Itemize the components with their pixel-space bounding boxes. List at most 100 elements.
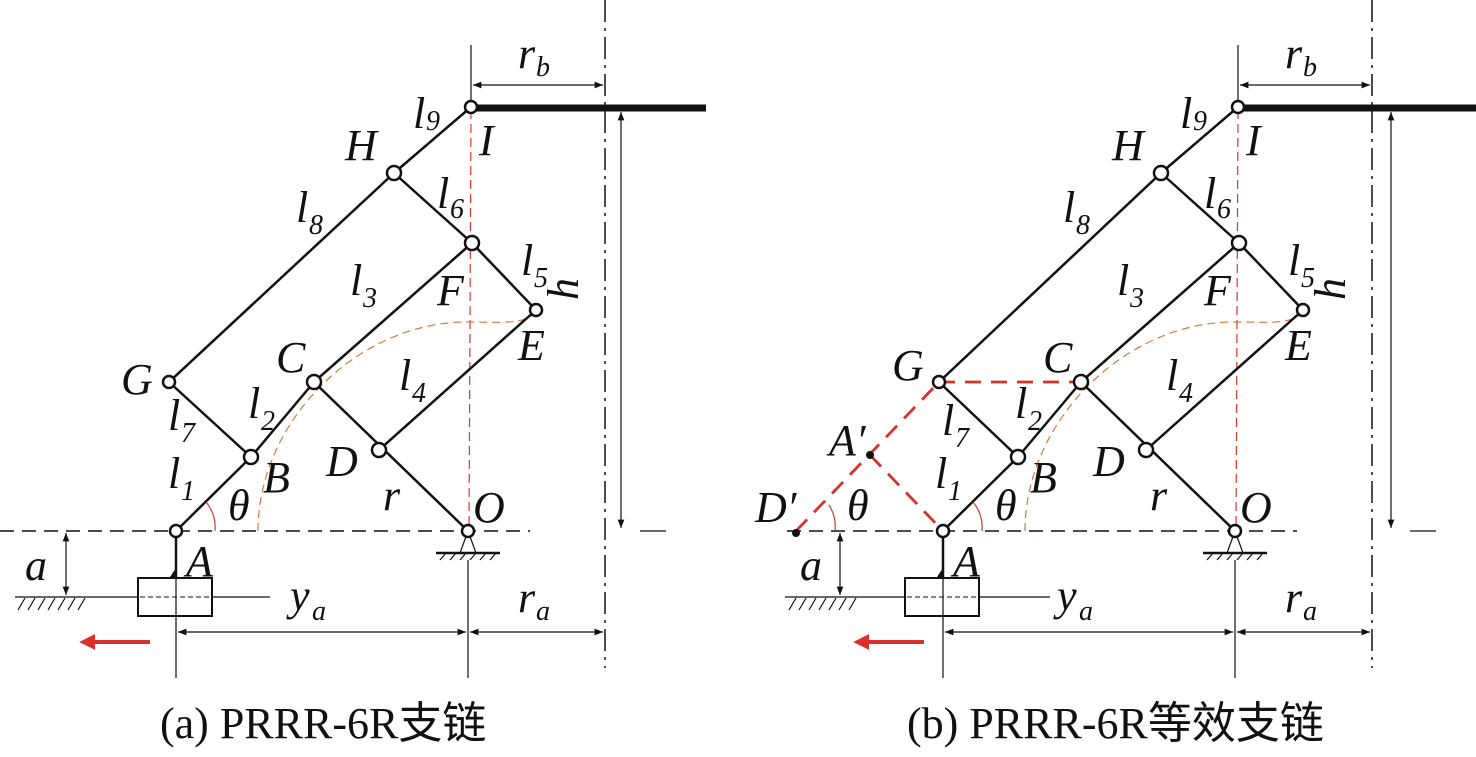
joint-c: [1072, 373, 1090, 391]
caption-b: (b) PRRR-6R等效支链: [907, 699, 1324, 748]
joint-c: [305, 373, 323, 391]
svg-text:6: 6: [1217, 194, 1231, 225]
label-theta: θ: [995, 481, 1017, 530]
label-e: E: [1284, 321, 1312, 370]
joint-o: [460, 523, 476, 539]
svg-text:1: 1: [948, 476, 962, 507]
construction-aprime-a: [868, 454, 945, 532]
svg-text:a: a: [1079, 596, 1093, 627]
svg-text:6: 6: [450, 194, 464, 225]
joint-o: [1227, 523, 1243, 539]
link-r: [1080, 381, 1236, 532]
label-a-joint: A: [183, 537, 214, 586]
link-l6: [1160, 172, 1240, 244]
joint-e: [528, 302, 544, 318]
link-l1: [942, 456, 1019, 532]
theta-arc: [205, 501, 216, 532]
svg-text:l: l: [935, 449, 947, 498]
svg-text:l: l: [413, 89, 425, 138]
link-l4: [1145, 309, 1304, 451]
link-l2: [250, 381, 315, 458]
label-g: G: [121, 355, 153, 404]
joint-i: [463, 99, 479, 115]
point-aprime: [866, 451, 874, 459]
theta-arc: [972, 501, 983, 532]
svg-text:a: a: [312, 596, 326, 627]
svg-text:l: l: [168, 391, 180, 440]
link-l1: [175, 456, 252, 532]
label-b: B: [263, 453, 290, 502]
svg-text:5: 5: [534, 263, 548, 294]
link-l7: [168, 381, 252, 458]
label-o: O: [1240, 483, 1272, 532]
joint-a: [168, 523, 184, 539]
joint-g: [931, 374, 947, 390]
svg-text:l: l: [399, 351, 411, 400]
svg-text:r: r: [518, 573, 536, 622]
link-l5: [1238, 242, 1304, 311]
joint-g: [161, 374, 177, 390]
svg-text:r: r: [518, 29, 536, 78]
joint-h: [385, 164, 403, 182]
link-l3: [1080, 242, 1240, 383]
svg-text:l: l: [1166, 351, 1178, 400]
label-d: D: [325, 437, 358, 486]
svg-text:l: l: [521, 236, 533, 285]
svg-text:l: l: [437, 169, 449, 218]
svg-text:l: l: [942, 396, 954, 445]
label-g: G: [892, 341, 924, 390]
svg-text:l: l: [1117, 256, 1129, 305]
label-dim-a: a: [800, 541, 822, 590]
joint-i: [1230, 99, 1246, 115]
svg-text:1: 1: [181, 476, 195, 507]
svg-text:l: l: [248, 379, 260, 428]
svg-text:l: l: [1015, 379, 1027, 428]
link-l9: [393, 106, 472, 174]
label-d: D: [1092, 437, 1125, 486]
caption-a: (a) PRRR-6R支链: [160, 699, 486, 748]
svg-text:8: 8: [1076, 210, 1090, 241]
svg-text:8: 8: [309, 210, 323, 241]
svg-text:l: l: [1180, 89, 1192, 138]
svg-text:7: 7: [955, 423, 970, 454]
link-l3: [313, 242, 473, 383]
svg-text:l: l: [1063, 183, 1075, 232]
trajectory-arc: [1024, 311, 1304, 532]
joints: [161, 99, 544, 539]
label-c: C: [276, 333, 306, 382]
joint-d: [370, 441, 388, 459]
label-i: I: [1245, 116, 1263, 165]
links: [938, 104, 1476, 577]
joint-d: [1137, 441, 1155, 459]
link-l7: [938, 381, 1019, 458]
label-dim-a: a: [25, 541, 47, 590]
svg-text:y: y: [286, 571, 310, 620]
svg-text:l: l: [168, 449, 180, 498]
svg-text:l: l: [350, 256, 362, 305]
link-r: [313, 381, 469, 532]
svg-text:4: 4: [1179, 378, 1193, 409]
svg-text:l: l: [1204, 169, 1216, 218]
svg-text:9: 9: [426, 106, 440, 137]
joints: [931, 99, 1311, 539]
svg-text:3: 3: [1129, 283, 1144, 314]
